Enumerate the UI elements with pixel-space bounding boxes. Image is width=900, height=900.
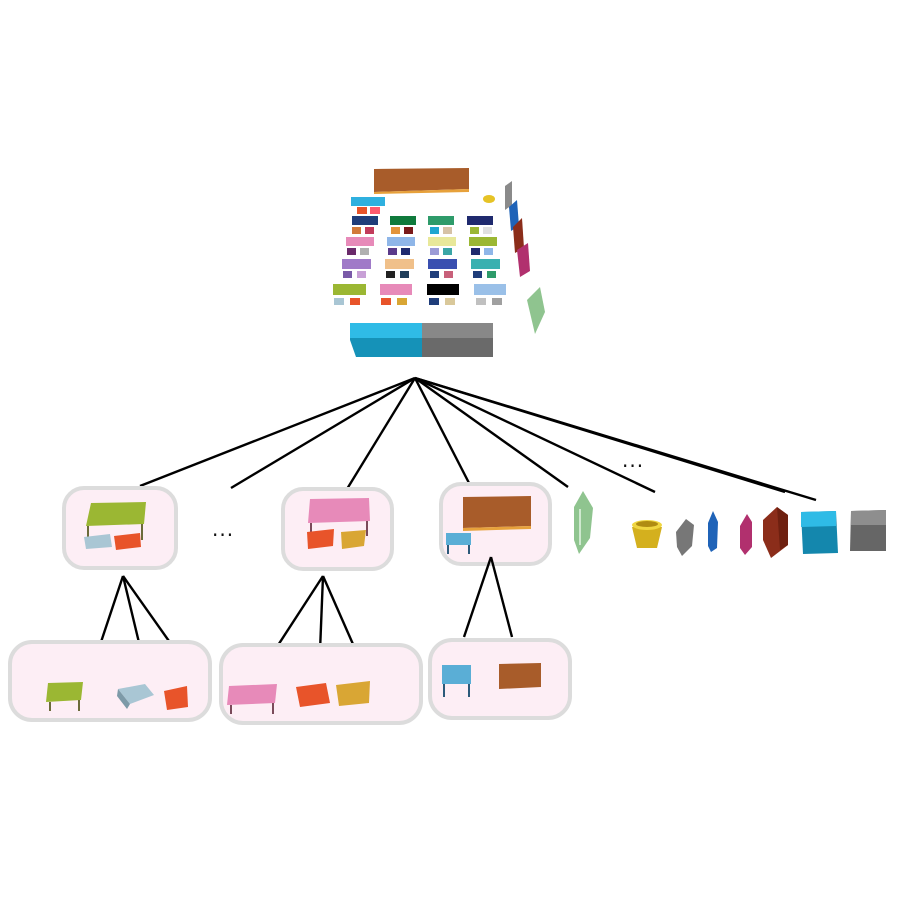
blackboard — [463, 496, 531, 528]
level1-objects — [574, 491, 886, 558]
gold-chair — [336, 681, 370, 706]
group-edges — [96, 556, 514, 657]
magenta-object — [740, 514, 752, 555]
blackboard — [499, 663, 541, 689]
root-desk-grid — [333, 197, 506, 305]
gold-chair — [341, 530, 366, 549]
orange-chair — [307, 529, 334, 549]
group-blackboard-desk — [439, 482, 552, 566]
group-pink-table-chairs — [281, 487, 394, 571]
ellipsis-mid: ... — [212, 517, 234, 541]
root-bin — [483, 195, 495, 203]
blue-desk — [446, 533, 471, 545]
pink-table — [308, 498, 370, 523]
blue-box — [801, 511, 838, 554]
gray-object — [676, 519, 694, 556]
trash-bin — [632, 520, 662, 548]
light-blue-chair — [118, 684, 154, 704]
pink-table — [227, 684, 277, 705]
blue-object — [708, 511, 718, 552]
root-wall-red — [513, 218, 524, 253]
orange-chair — [164, 686, 188, 710]
children-pink-group — [219, 643, 423, 725]
root-door — [527, 287, 545, 334]
root-blackboard — [374, 168, 469, 192]
root-wall-gray — [505, 181, 512, 210]
blue-desk — [442, 665, 471, 684]
ellipsis-top: ... — [622, 448, 644, 472]
green-table — [46, 682, 83, 702]
root-edges — [139, 376, 817, 502]
gray-box — [850, 510, 886, 551]
children-green-group — [8, 640, 212, 722]
root-wall-blue — [509, 200, 519, 231]
group-green-table-chairs — [62, 486, 178, 570]
orange-chair — [296, 683, 330, 707]
green-table — [86, 502, 146, 526]
root-wall-magenta — [517, 243, 530, 277]
orange-chair — [114, 533, 141, 550]
door — [574, 491, 593, 554]
light-blue-chair — [84, 534, 112, 549]
children-blackboard-group — [428, 638, 572, 720]
root-classroom-scene — [333, 168, 545, 357]
